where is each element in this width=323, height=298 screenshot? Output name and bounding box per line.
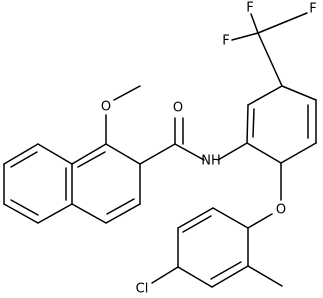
atom-label-ether-o: O	[276, 203, 286, 218]
bond-cf3-f1	[250, 13, 259, 34]
atom-label-amide-nh: NH	[201, 154, 221, 169]
chloromethylphenyl-ring	[177, 207, 249, 288]
bond-ether-o-ring	[247, 213, 273, 229]
atom-label-methoxy-o: O	[101, 100, 111, 115]
bond-methoxy-methyl	[113, 85, 141, 101]
bond-cf3-f3	[257, 12, 308, 34]
trifluoromethylphenyl-ring	[246, 85, 317, 164]
bond-ring-methyl	[247, 265, 283, 287]
bond-cf3-f2	[231, 32, 259, 41]
bond-ring-cl	[151, 266, 179, 284]
atom-label-cl: Cl	[136, 282, 149, 297]
naphthalene-ring-system	[3, 143, 141, 224]
bond-cf3-ring	[257, 32, 283, 87]
atom-label-f1: F	[246, 1, 253, 16]
bond-ring-nh	[217, 142, 248, 161]
bond-carbonyl-naph	[139, 143, 176, 165]
atom-labels: F F F O O NH O Cl	[101, 1, 317, 297]
atom-label-f3: F	[309, 2, 316, 17]
bond-nh-carbonyl	[174, 143, 205, 161]
atom-label-f2: F	[222, 34, 229, 49]
atom-label-carbonyl-o: O	[173, 101, 183, 116]
bond-lines	[3, 12, 317, 288]
